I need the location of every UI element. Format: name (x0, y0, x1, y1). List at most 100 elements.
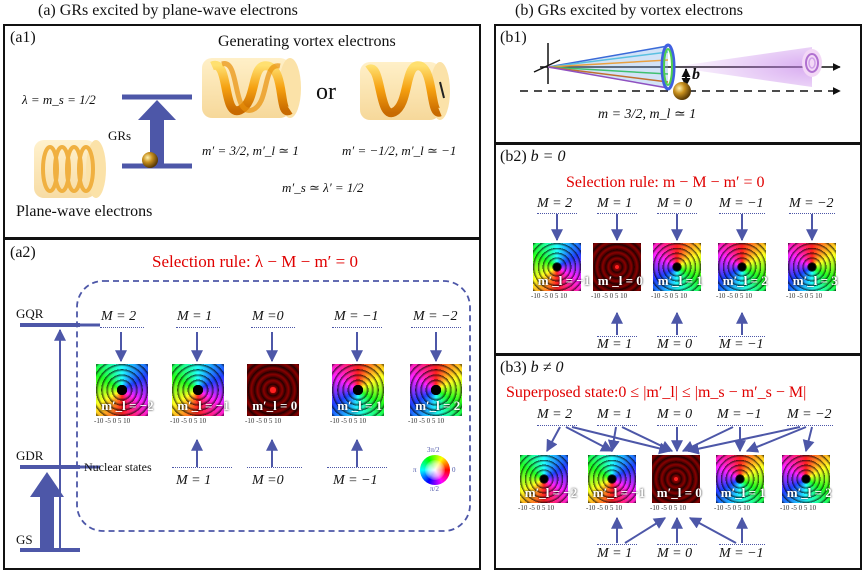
b3-ml-label-4: m′_l = 1 (720, 485, 766, 500)
b3-bottom-M-2: M = 0 (657, 546, 693, 561)
a2-ml-label-4: m′_l = 1 (337, 398, 383, 413)
a2-bottom-M-1: M = 1 (176, 473, 212, 488)
b2-dots-1 (537, 213, 577, 214)
panel-a1-tag: (a1) (10, 29, 36, 46)
nuclear-dots-3 (327, 467, 387, 468)
b3-tag-text: (b3) (500, 359, 527, 376)
b2-top-M-4: M = −1 (719, 196, 764, 211)
panel-a2-tag: (a2) (10, 244, 36, 261)
b3-dots-4 (717, 425, 763, 426)
b3-selection-rule: Superposed state:0 ≤ |m′_l| ≤ |m_s − m′_… (506, 384, 807, 401)
b2-bot-dots-3 (719, 336, 765, 337)
wheel-label-right: 0 (452, 466, 456, 474)
b2-ml-label-5: m′_l = 3 (792, 273, 838, 288)
or-label: or (316, 79, 336, 105)
b2-vortex-image-5: m′_l = 3 (788, 243, 838, 291)
wheel-label-left: π (413, 466, 417, 474)
b2-dots-2 (597, 213, 637, 214)
b2-vortex-image-3: m′_l = 1 (653, 243, 703, 291)
b2-dots-5 (789, 213, 835, 214)
b3-bottom-M-3: M = −1 (719, 546, 764, 561)
a2-ml-label-5: m′_l = 2 (415, 398, 461, 413)
a2-vortex-image-4: m′_l = 1 (332, 364, 384, 416)
b3-top-M-1: M = 2 (537, 407, 573, 422)
b3-axis-ticks-4: -10 -5 0 5 10 (714, 504, 751, 512)
b3-axis-ticks-5: -10 -5 0 5 10 (780, 504, 817, 512)
vortex-cylinder-1 (202, 58, 301, 118)
b3-bot-dots-2 (657, 544, 697, 545)
a2-selection-rule: Selection rule: λ − M − m′ = 0 (152, 252, 358, 271)
b2-vortex-core-3 (672, 262, 682, 272)
b3-vortex-core-1 (539, 474, 549, 484)
a2-vortex-core-4 (353, 385, 363, 395)
b2-bottom-M-2: M = 0 (657, 337, 693, 352)
b3-dots-5 (787, 425, 833, 426)
level-gqr: GQR (16, 306, 44, 321)
b2-vortex-core-1 (552, 262, 562, 272)
b2-top-M-1: M = 2 (537, 196, 573, 211)
nuclear-dots-2 (247, 467, 302, 468)
b3-vortex-core-4 (735, 474, 745, 484)
b3-bot-dots-3 (719, 544, 765, 545)
b2-dots-3 (657, 213, 697, 214)
level-gdr: GDR (16, 448, 44, 463)
panel-a2 (3, 238, 481, 570)
b2-vortex-image-1: m′_l = −1 (533, 243, 590, 291)
grs-label: GRs (108, 128, 132, 143)
panel-b1-tag: (b1) (500, 29, 527, 46)
a2-axis-ticks-2: -10 -5 0 5 10 (170, 417, 207, 425)
a2-vortex-image-1: m′_l = −2 (96, 364, 154, 416)
a2-axis-ticks-5: -10 -5 0 5 10 (408, 417, 445, 425)
b3-vortex-image-3: m′_l = 0 (652, 455, 702, 503)
b2-vortex-image-4: m′_l = 2 (718, 243, 768, 291)
a2-top-M-4: M = −1 (334, 309, 379, 324)
vortex2-equation: m′ = −1/2, m′_l ≃ −1 (342, 143, 457, 158)
b2-top-M-3: M = 0 (657, 196, 693, 211)
a2-vortex-core-3 (270, 387, 276, 393)
b3-condition: b ≠ 0 (530, 359, 564, 376)
a2-axis-ticks-3: -10 -5 0 5 10 (245, 417, 282, 425)
right-header: (b) GRs excited by vortex electrons (515, 2, 743, 19)
b3-bot-dots-1 (597, 544, 637, 545)
b3-axis-ticks-1: -10 -5 0 5 10 (518, 504, 555, 512)
b2-vortex-core-2 (614, 264, 620, 270)
b2-bottom-M-1: M = 1 (597, 337, 633, 352)
a2-bottom-M-2: M =0 (252, 473, 284, 488)
b3-vortex-image-1: m′_l = −2 (520, 455, 577, 503)
b3-ml-label-3: m′_l = 0 (656, 485, 702, 500)
b2-bottom-M-3: M = −1 (719, 337, 764, 352)
a2-axis-ticks-1: -10 -5 0 5 10 (94, 417, 131, 425)
b3-dots-3 (657, 425, 697, 426)
b2-condition: b = 0 (530, 148, 566, 165)
vortex-cylinder-2 (360, 61, 450, 120)
b3-dots-2 (597, 425, 637, 426)
b2-axis-ticks-1: -10 -5 0 5 10 (531, 292, 568, 300)
b2-selection-rule: Selection rule: m − M − m′ = 0 (566, 174, 765, 191)
panel-b3-tag: (b3) b ≠ 0 (500, 359, 563, 377)
b2-vortex-core-4 (737, 262, 747, 272)
b3-vortex-image-2: m′_l = −1 (588, 455, 645, 503)
b3-axis-ticks-2: -10 -5 0 5 10 (586, 504, 623, 512)
ms-equation: m′_s ≃ λ′ = 1/2 (282, 180, 364, 195)
a2-vortex-image-5: m′_l = 2 (410, 364, 462, 416)
level-gs: GS (16, 532, 33, 547)
b3-ml-label-1: m′_l = −2 (524, 485, 578, 500)
a2-vortex-core-5 (431, 385, 441, 395)
wheel-label-bottom: π/2 (430, 485, 439, 493)
b3-vortex-core-2 (607, 474, 617, 484)
a2-vortex-core-2 (193, 385, 203, 395)
a2-ml-label-2: m′_l = −1 (177, 398, 230, 413)
b3-dots-1 (537, 425, 577, 426)
b3-ml-label-5: m′_l = 2 (786, 485, 832, 500)
a2-top-dots-5 (411, 327, 461, 328)
a2-ml-label-3: m′_l = 0 (252, 398, 298, 413)
b2-axis-ticks-3: -10 -5 0 5 10 (651, 292, 688, 300)
b2-ml-label-4: m′_l = 2 (722, 273, 768, 288)
b2-top-M-2: M = 1 (597, 196, 633, 211)
b2-ml-label-1: m′_l = −1 (537, 273, 591, 288)
a2-top-dots-1 (100, 327, 144, 328)
b3-top-M-2: M = 1 (597, 407, 633, 422)
a2-top-M-5: M = −2 (413, 309, 458, 324)
a2-vortex-image-3: m′_l = 0 (247, 364, 299, 416)
vortex1-equation: m′ = 3/2, m′_l ≃ 1 (202, 143, 299, 158)
